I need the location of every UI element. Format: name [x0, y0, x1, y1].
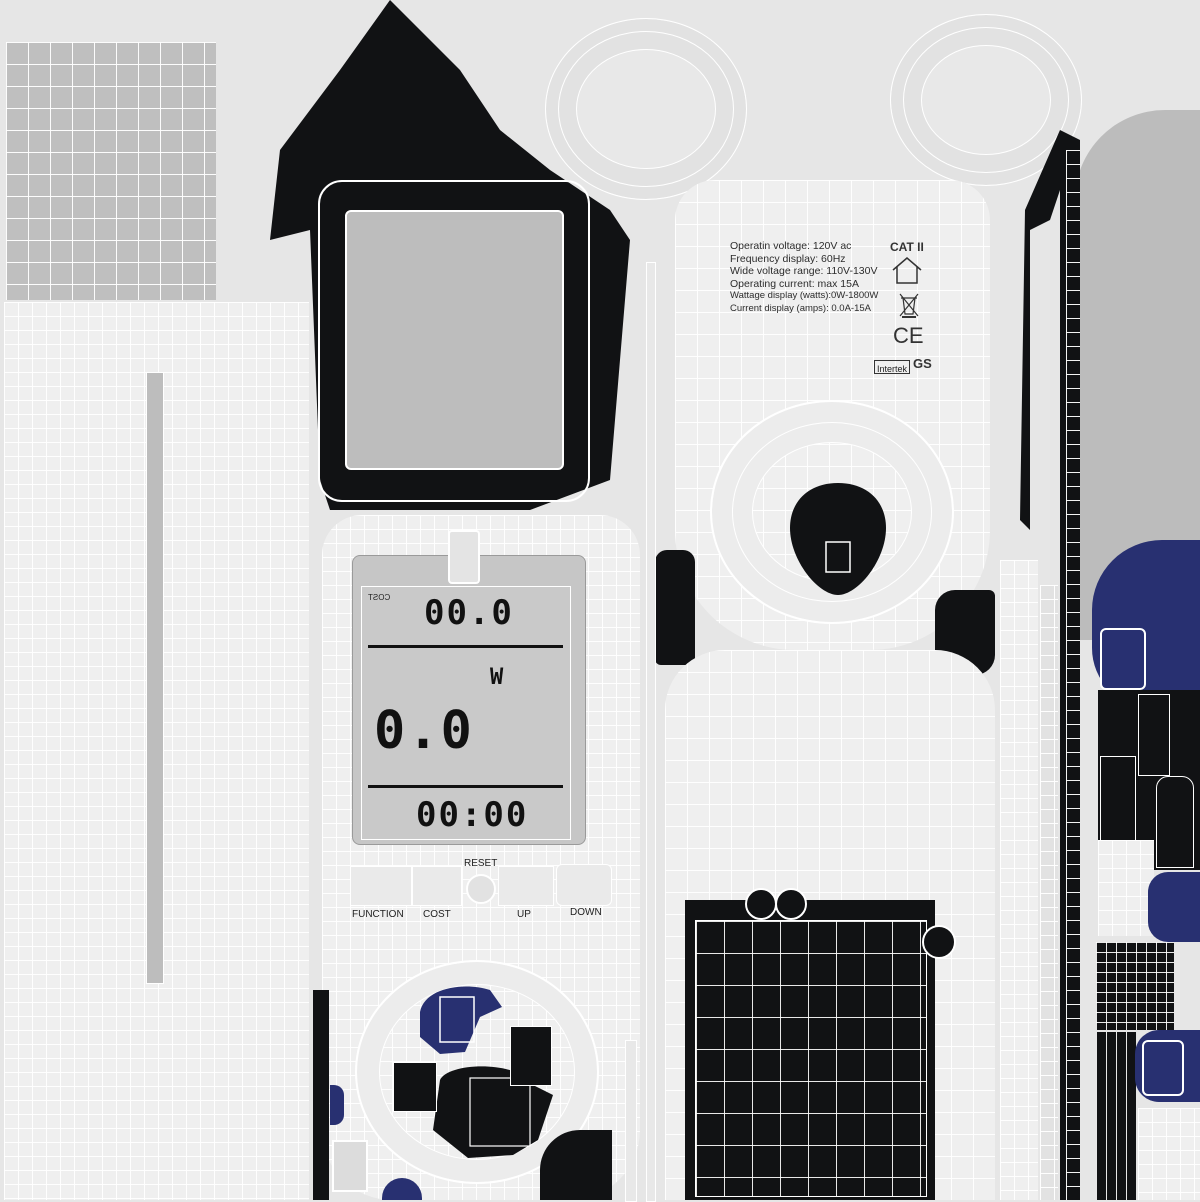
uv-knob-left: [545, 18, 747, 200]
uv-pin-b: [510, 1026, 552, 1086]
uv-right-part-c: [1156, 776, 1194, 868]
uv-inner-bar: [146, 372, 164, 984]
lcd-divider-1: [368, 645, 563, 648]
uv-thin-strip-a: [646, 262, 656, 1202]
uv-small-box-bottom: [332, 1140, 368, 1192]
uv-front-frame: [318, 180, 590, 502]
uv-front-gray-panel: [345, 210, 564, 470]
lcd-cost-label: COST: [368, 593, 391, 602]
uv-pin-a: [393, 1062, 437, 1112]
function-label: FUNCTION: [352, 909, 404, 920]
spec-line-1: Operatin voltage: 120V ac: [730, 240, 852, 252]
uv-right-dark-grid: [1096, 942, 1174, 1030]
lcd-divider-2: [368, 785, 563, 788]
uv-strip-right-b: [1040, 585, 1058, 1200]
spec-line-6: Current display (amps): 0.0A-15A: [730, 302, 871, 314]
uv-screw-a: [745, 888, 777, 920]
cost-button[interactable]: [412, 866, 462, 906]
lcd-power-value: 0.0: [372, 701, 472, 761]
uv-navy-corner: [330, 1085, 344, 1125]
up-button[interactable]: [498, 866, 554, 906]
weee-bin-icon: [899, 293, 919, 318]
uv-dark-slat-left: [313, 990, 329, 1200]
uv-front-navy-blob: [420, 986, 502, 1054]
spec-line-4: Operating current: max 15A: [730, 277, 859, 290]
intertek-label: Intertek: [877, 364, 908, 374]
ce-mark-icon: CE: [893, 323, 924, 348]
cost-label: COST: [423, 909, 451, 920]
lcd-cost-value: 0.00: [422, 593, 512, 633]
down-button[interactable]: [556, 864, 612, 906]
lcd-unit: W: [488, 665, 504, 690]
uv-navy-bottom: [382, 1178, 422, 1200]
uv-thin-strip-b: [625, 1040, 637, 1202]
up-label: UP: [517, 909, 531, 920]
uv-right-light-block: [1098, 840, 1154, 936]
spec-line-5: Wattage display (watts):0W-1800W: [730, 290, 879, 302]
uv-screw-c: [922, 925, 956, 959]
uv-back-ring: [710, 400, 954, 624]
uv-right-bottom-block: [1138, 1108, 1200, 1200]
reset-button[interactable]: [466, 874, 496, 904]
uv-lcd-top-nub: [448, 530, 480, 584]
uv-right-slats: [1096, 1032, 1136, 1200]
reset-label: RESET: [464, 858, 498, 869]
uv-dark-tab-left: [655, 550, 695, 665]
uv-screw-b: [775, 888, 807, 920]
function-button[interactable]: [350, 866, 412, 906]
spec-category: CAT II: [890, 240, 924, 254]
down-label: DOWN: [570, 907, 602, 918]
house-icon: [892, 257, 922, 284]
lcd-time-value: 00:00: [416, 795, 529, 835]
uv-navy-cap-mid: [1148, 872, 1200, 942]
uv-front-dark-blob: [433, 1066, 553, 1158]
uv-right-part-a: [1138, 694, 1170, 776]
uv-strip-right-a: [1066, 150, 1080, 1200]
uv-dark-strip-right: [1020, 130, 1080, 1200]
spec-label-block: Operatin voltage: 120V ac Frequency disp…: [730, 240, 878, 316]
uv-dark-corner-bottom: [540, 1130, 612, 1200]
intertek-mark: Intertek: [874, 360, 911, 374]
uv-bottom-dark-grid: [695, 920, 927, 1197]
lcd-screen: COST 0.00 W 0.0 00:00: [352, 555, 586, 845]
uv-right-part-b: [1100, 756, 1136, 848]
uv-strip-right-c: [1000, 560, 1038, 1200]
uv-cap-lower-box: [1142, 1040, 1184, 1096]
uv-dark-socket: [790, 483, 886, 595]
lcd-inner: COST 0.00 W 0.0 00:00: [361, 586, 571, 840]
uv-cap-upper-box: [1100, 628, 1146, 690]
uv-patch-top-left: [6, 42, 216, 300]
uv-front-lower-ring: [355, 960, 599, 1184]
spec-line-3: Wide voltage range: 110V-130V: [730, 265, 878, 278]
gs-mark-icon: GS: [913, 356, 932, 371]
spec-line-2: Frequency display: 60Hz: [730, 252, 846, 265]
